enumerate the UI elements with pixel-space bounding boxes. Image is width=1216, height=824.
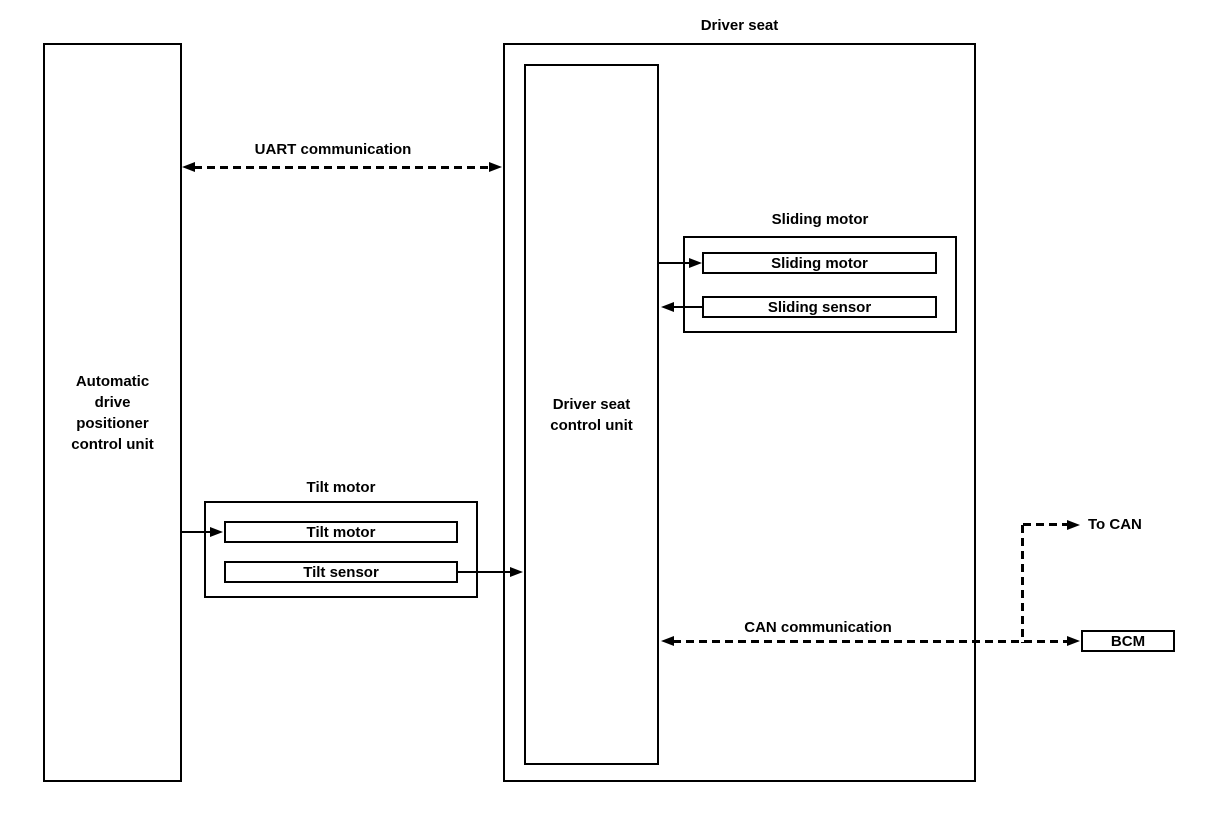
adp-control-unit-label-line1: Automatic (75, 372, 150, 390)
sliding-group-title: Sliding motor (771, 211, 869, 228)
seat-control-unit-box: Driver seat control unit (524, 64, 659, 765)
tilt-sensor-label: Tilt sensor (303, 563, 379, 581)
bcm-label: BCM (1110, 632, 1146, 650)
tilt-sensor-box: Tilt sensor (224, 561, 458, 583)
tilt-motor-arrow-line (180, 531, 213, 533)
to-can-label: To CAN (1088, 516, 1142, 533)
tilt-sensor-arrowhead-icon (510, 567, 523, 577)
sliding-sensor-label: Sliding sensor (767, 298, 872, 316)
bcm-box: BCM (1081, 630, 1175, 652)
can-link-label: CAN communication (744, 619, 892, 636)
sliding-motor-arrow-line (658, 262, 691, 264)
tilt-group-title: Tilt motor (306, 479, 376, 496)
tilt-motor-label: Tilt motor (306, 523, 376, 541)
seat-control-unit-label-line2: control unit (550, 416, 633, 434)
tilt-group-box (204, 501, 478, 598)
sliding-group-box (683, 236, 957, 333)
seat-control-unit-label-line1: Driver seat (552, 395, 631, 413)
to-can-branch-horizontal-line (1023, 523, 1068, 526)
to-can-branch-vertical-line (1021, 525, 1024, 643)
tilt-motor-box: Tilt motor (224, 521, 458, 543)
uart-dashed-line (194, 166, 490, 169)
sliding-sensor-arrowhead-icon (661, 302, 674, 312)
sliding-sensor-box: Sliding sensor (702, 296, 937, 318)
sliding-sensor-arrow-line (672, 306, 704, 308)
adp-control-unit-label-line3: positioner (76, 414, 149, 432)
adp-control-unit-label-line4: control unit (71, 435, 154, 453)
sliding-motor-arrowhead-icon (689, 258, 702, 268)
tilt-motor-arrowhead-icon (210, 527, 223, 537)
driver-seat-title: Driver seat (700, 17, 779, 34)
can-arrowhead-left-icon (661, 636, 674, 646)
sliding-motor-box: Sliding motor (702, 252, 937, 274)
sliding-motor-label: Sliding motor (771, 254, 868, 272)
can-dashed-line (673, 640, 1069, 643)
uart-arrowhead-left-icon (182, 162, 195, 172)
uart-link-label: UART communication (254, 141, 412, 158)
adp-control-unit-box: Automatic drive positioner control unit (43, 43, 182, 782)
tilt-sensor-arrow-line (456, 571, 512, 573)
to-can-arrowhead-icon (1067, 520, 1080, 530)
uart-arrowhead-right-icon (489, 162, 502, 172)
can-arrowhead-right-icon (1067, 636, 1080, 646)
adp-control-unit-label-line2: drive (94, 393, 131, 411)
